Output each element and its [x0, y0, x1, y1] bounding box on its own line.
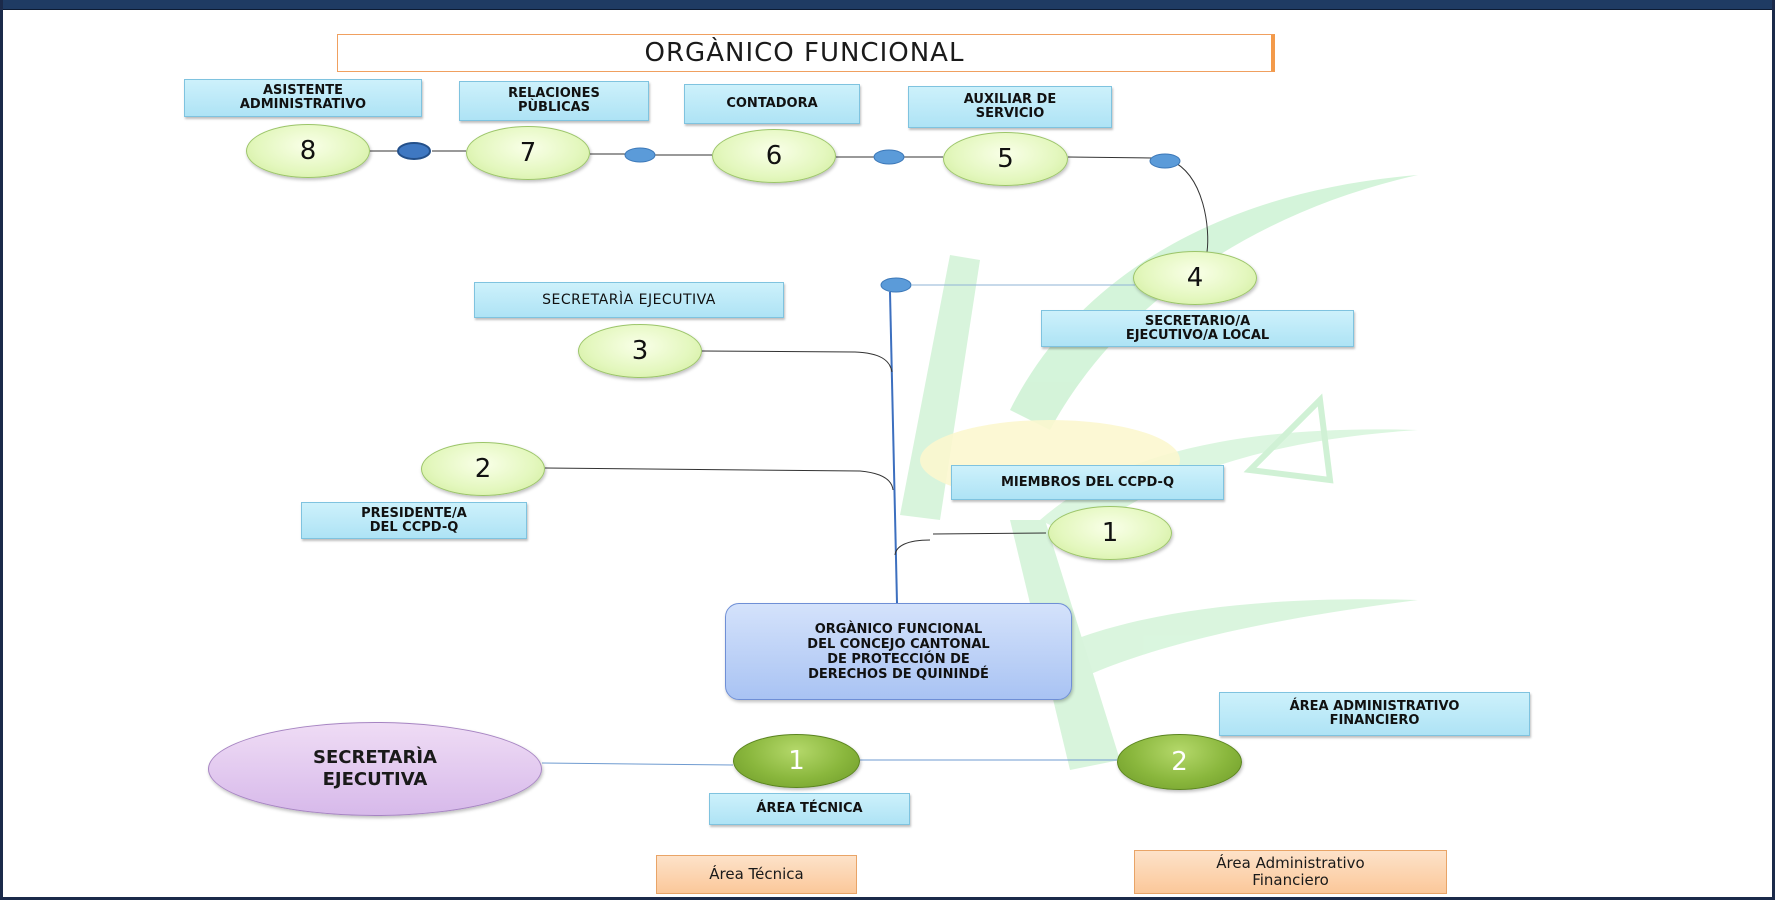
label-contadora: CONTADORA [684, 84, 860, 124]
label-miembros: MIEMBROS DEL CCPD-Q [951, 465, 1224, 500]
bottom-lines [541, 759, 1117, 766]
node-8: 8 [246, 124, 370, 178]
top-chain [370, 150, 1209, 253]
chain-dot [873, 149, 905, 165]
node-1: 1 [1048, 506, 1172, 560]
chain-dot [1149, 153, 1181, 169]
center-organico-funcional: ORGÀNICO FUNCIONAL DEL CONCEJO CANTONAL … [725, 603, 1072, 700]
label-auxiliar-servicio: AUXILIAR DE SERVICIO [908, 86, 1112, 128]
box-area-administrativo-financiero: Área Administrativo Financiero [1134, 850, 1447, 894]
box-area-tecnica: Área Técnica [656, 855, 857, 894]
label-presidente: PRESIDENTE/A DEL CCPD-Q [301, 502, 527, 539]
chain-dot [624, 147, 656, 163]
label-secretaria-ejecutiva: SECRETARÌA EJECUTIVA [474, 282, 784, 318]
node-6: 6 [712, 129, 836, 183]
label-area-tecnica: ÁREA TÉCNICA [709, 793, 910, 825]
node-bottom-1: 1 [733, 734, 860, 788]
node-7: 7 [466, 126, 590, 180]
chain-dot [880, 277, 912, 293]
label-secretario-ejecutivo-local: SECRETARIO/A EJECUTIVO/A LOCAL [1041, 310, 1354, 347]
label-asistente-administrativo: ASISTENTE ADMINISTRATIVO [184, 79, 422, 117]
oval-secretaria-ejecutiva: SECRETARÌA EJECUTIVA [208, 722, 542, 816]
spine [544, 284, 1135, 604]
node-3: 3 [578, 324, 702, 378]
node-2: 2 [421, 442, 545, 496]
chain-dots [397, 142, 1181, 293]
chain-dot [397, 142, 431, 160]
node-bottom-2: 2 [1117, 734, 1242, 790]
node-5: 5 [943, 132, 1068, 186]
label-area-administrativo-financiero: ÁREA ADMINISTRATIVO FINANCIERO [1219, 692, 1530, 736]
top-bar [0, 0, 1775, 10]
diagram-title: ORGÀNICO FUNCIONAL [337, 34, 1275, 72]
label-relaciones-publicas: RELACIONES PÙBLICAS [459, 81, 649, 121]
node-4: 4 [1133, 251, 1257, 305]
